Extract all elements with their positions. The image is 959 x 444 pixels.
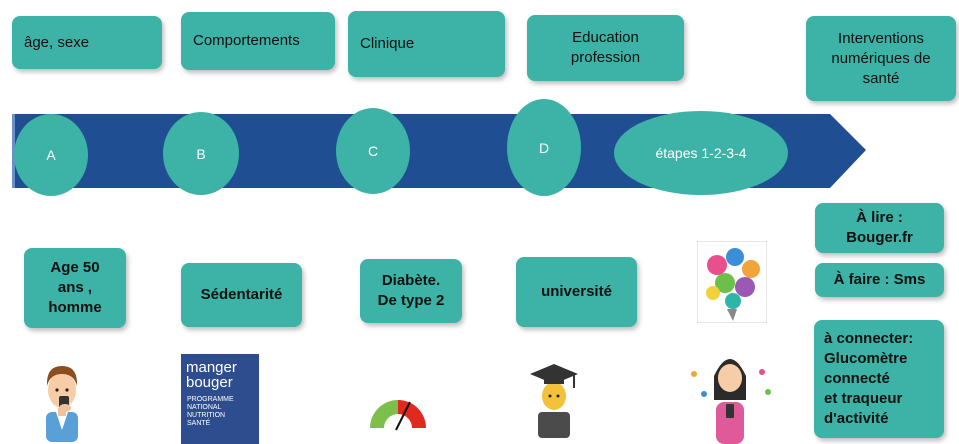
circle-a: A xyxy=(14,114,88,196)
logo-title-line2: bouger xyxy=(186,374,233,391)
box-sedentarite: Sédentarité xyxy=(181,263,302,327)
circle-c-label: C xyxy=(367,143,379,159)
box-universite: université xyxy=(516,257,637,327)
box-clinique: Clinique xyxy=(348,11,505,77)
box-a-connecter-label: à connecter: Glucomètre connecté et traq… xyxy=(824,330,914,427)
man-avatar-icon xyxy=(46,366,78,442)
box-education: Education profession xyxy=(527,15,684,81)
box-a-connecter: à connecter: Glucomètre connecté et traq… xyxy=(814,320,944,438)
box-clinique-label: Clinique xyxy=(360,35,415,52)
social-media-icon xyxy=(697,241,767,323)
box-diabete-label: Diabète. De type 2 xyxy=(377,272,445,309)
box-a-faire: À faire : Sms xyxy=(815,263,944,297)
box-age-50-label: Age 50 ans , homme xyxy=(48,259,102,316)
gauge-icon xyxy=(370,400,426,431)
box-age-sexe-label: âge, sexe xyxy=(24,33,90,51)
manger-bouger-logo: manger bouger Programme National Nutriti… xyxy=(181,354,259,444)
logo-subtitle: Programme National Nutrition Santé xyxy=(187,396,234,427)
box-sedentarite-label: Sédentarité xyxy=(200,286,283,303)
circle-c: C xyxy=(336,108,410,194)
box-age-sexe: âge, sexe xyxy=(12,16,162,69)
box-interventions-label: Interventions numériques de santé xyxy=(831,29,931,87)
circle-b-label: B xyxy=(196,145,206,162)
ellipse-etapes: étapes 1-2-3-4 xyxy=(614,111,788,195)
box-a-faire-label: À faire : Sms xyxy=(833,271,926,288)
box-comportements-label: Comportements xyxy=(193,32,300,49)
circle-d: D xyxy=(507,99,581,196)
box-a-lire-label: À lire : Bouger.fr xyxy=(846,209,913,246)
circle-a-label: A xyxy=(46,147,56,163)
box-diabete: Diabète. De type 2 xyxy=(360,259,462,323)
ellipse-etapes-label: étapes 1-2-3-4 xyxy=(655,145,747,161)
box-education-label: Education profession xyxy=(570,29,641,66)
box-age-50: Age 50 ans , homme xyxy=(24,248,126,328)
box-interventions: Interventions numériques de santé xyxy=(806,16,956,101)
box-universite-label: université xyxy=(541,283,612,300)
logo-title-line1: manger xyxy=(186,359,237,376)
circle-d-label: D xyxy=(538,139,550,156)
box-a-lire: À lire : Bouger.fr xyxy=(815,203,944,253)
circle-b: B xyxy=(163,112,239,195)
graduate-icon xyxy=(530,364,578,438)
box-comportements: Comportements xyxy=(181,12,335,70)
woman-phone-icon xyxy=(691,359,771,444)
